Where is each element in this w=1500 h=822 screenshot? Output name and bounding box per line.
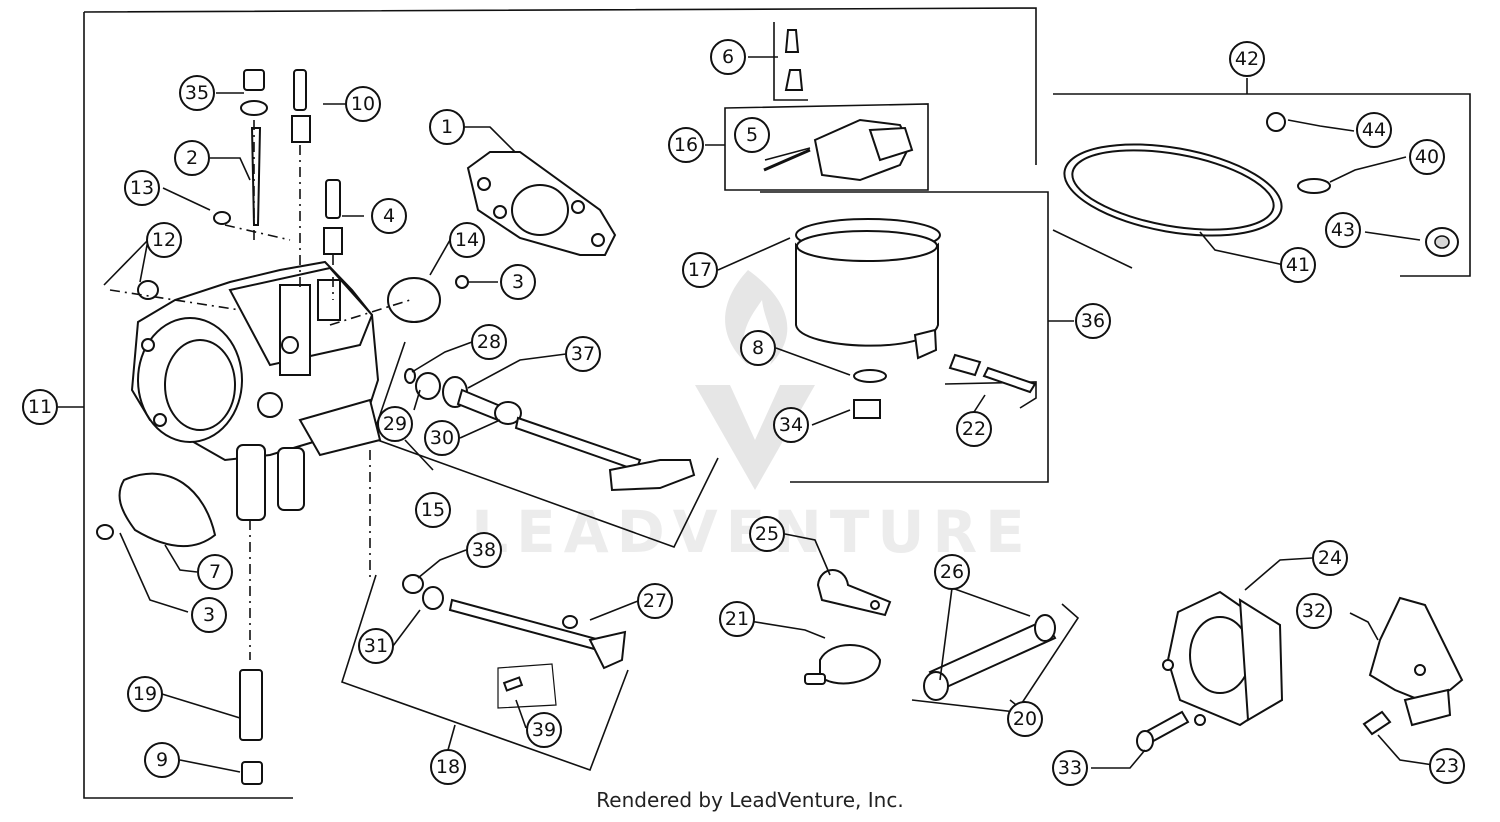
svg-text:8: 8 (752, 337, 764, 359)
callout: 2 (174, 140, 210, 176)
svg-text:5: 5 (746, 124, 758, 146)
svg-text:30: 30 (430, 427, 454, 449)
callout: 34 (773, 407, 809, 443)
watermark-text: LEADVENTURE (471, 498, 1033, 566)
callout: 31 (358, 628, 394, 664)
callout: 30 (424, 420, 460, 456)
callout: 5 (734, 117, 770, 153)
svg-text:24: 24 (1318, 547, 1342, 569)
carburetor-body (130, 260, 382, 521)
svg-text:20: 20 (1013, 708, 1037, 730)
svg-text:4: 4 (383, 205, 395, 227)
callout: 36 (1075, 303, 1111, 339)
svg-text:1: 1 (441, 116, 453, 138)
callout: 6 (710, 39, 746, 75)
svg-text:3: 3 (512, 271, 524, 293)
svg-text:29: 29 (383, 413, 407, 435)
footer-credit: Rendered by LeadVenture, Inc. (596, 788, 904, 812)
svg-text:14: 14 (455, 229, 479, 251)
svg-text:40: 40 (1415, 146, 1439, 168)
callout: 38 (466, 532, 502, 568)
callout: 3 (191, 597, 227, 633)
callout: 11 (22, 389, 58, 425)
callout: 24 (1312, 540, 1348, 576)
callout: 42 (1229, 41, 1265, 77)
svg-text:31: 31 (364, 635, 388, 657)
svg-text:43: 43 (1331, 219, 1355, 241)
svg-text:25: 25 (755, 523, 779, 545)
svg-text:9: 9 (156, 749, 168, 771)
svg-text:7: 7 (209, 561, 221, 583)
group-brackets (83, 7, 1471, 799)
callout: 9 (144, 742, 180, 778)
callout: 40 (1409, 139, 1445, 175)
callout: 39 (526, 712, 562, 748)
watermark-logo: LEADVENTURE (471, 270, 1033, 566)
svg-text:18: 18 (436, 756, 460, 778)
callout: 33 (1052, 750, 1088, 786)
svg-text:26: 26 (940, 561, 964, 583)
callout: 27 (637, 583, 673, 619)
svg-text:37: 37 (571, 343, 595, 365)
callout: 44 (1356, 112, 1392, 148)
callout: 14 (449, 222, 485, 258)
callout: 15 (415, 492, 451, 528)
svg-text:22: 22 (962, 418, 986, 440)
svg-text:19: 19 (133, 683, 157, 705)
svg-text:21: 21 (725, 608, 749, 630)
svg-text:12: 12 (152, 229, 176, 251)
leader-lines (58, 56, 1441, 773)
callout: 37 (565, 336, 601, 372)
callout: 35 (179, 75, 215, 111)
callout: 4 (371, 198, 407, 234)
svg-text:44: 44 (1362, 119, 1386, 141)
svg-text:11: 11 (28, 396, 52, 418)
svg-text:39: 39 (532, 719, 556, 741)
callout: 28 (471, 324, 507, 360)
callout: 23 (1429, 748, 1465, 784)
svg-text:2: 2 (186, 147, 198, 169)
callout: 7 (197, 554, 233, 590)
svg-text:32: 32 (1302, 600, 1326, 622)
assembly-lines (109, 120, 411, 660)
callout: 8 (740, 330, 776, 366)
callout: 18 (430, 749, 466, 785)
svg-text:28: 28 (477, 331, 501, 353)
svg-text:6: 6 (722, 46, 734, 68)
svg-text:42: 42 (1235, 48, 1259, 70)
svg-text:16: 16 (674, 134, 698, 156)
svg-text:23: 23 (1435, 755, 1459, 777)
callout: 32 (1296, 593, 1332, 629)
callout: 21 (719, 601, 755, 637)
callout: 26 (934, 554, 970, 590)
callout: 1 (429, 109, 465, 145)
svg-text:17: 17 (688, 259, 712, 281)
callout: 10 (345, 86, 381, 122)
callout: 19 (127, 676, 163, 712)
callout: 20 (1007, 701, 1043, 737)
svg-text:41: 41 (1286, 254, 1310, 276)
callout: 16 (668, 127, 704, 163)
callout: 3 (500, 264, 536, 300)
callout: 43 (1325, 212, 1361, 248)
callout: 12 (146, 222, 182, 258)
svg-text:36: 36 (1081, 310, 1105, 332)
svg-text:34: 34 (779, 414, 803, 436)
svg-text:35: 35 (185, 82, 209, 104)
component-parts (96, 29, 1464, 785)
callout: 13 (124, 170, 160, 206)
callout: 29 (377, 406, 413, 442)
callout: 17 (682, 252, 718, 288)
svg-text:33: 33 (1058, 757, 1082, 779)
svg-text:13: 13 (130, 177, 154, 199)
svg-text:38: 38 (472, 539, 496, 561)
callout: 25 (749, 516, 785, 552)
svg-text:27: 27 (643, 590, 667, 612)
svg-text:3: 3 (203, 604, 215, 626)
callout: 22 (956, 411, 992, 447)
svg-text:10: 10 (351, 93, 375, 115)
svg-text:15: 15 (421, 499, 445, 521)
callout: 41 (1280, 247, 1316, 283)
